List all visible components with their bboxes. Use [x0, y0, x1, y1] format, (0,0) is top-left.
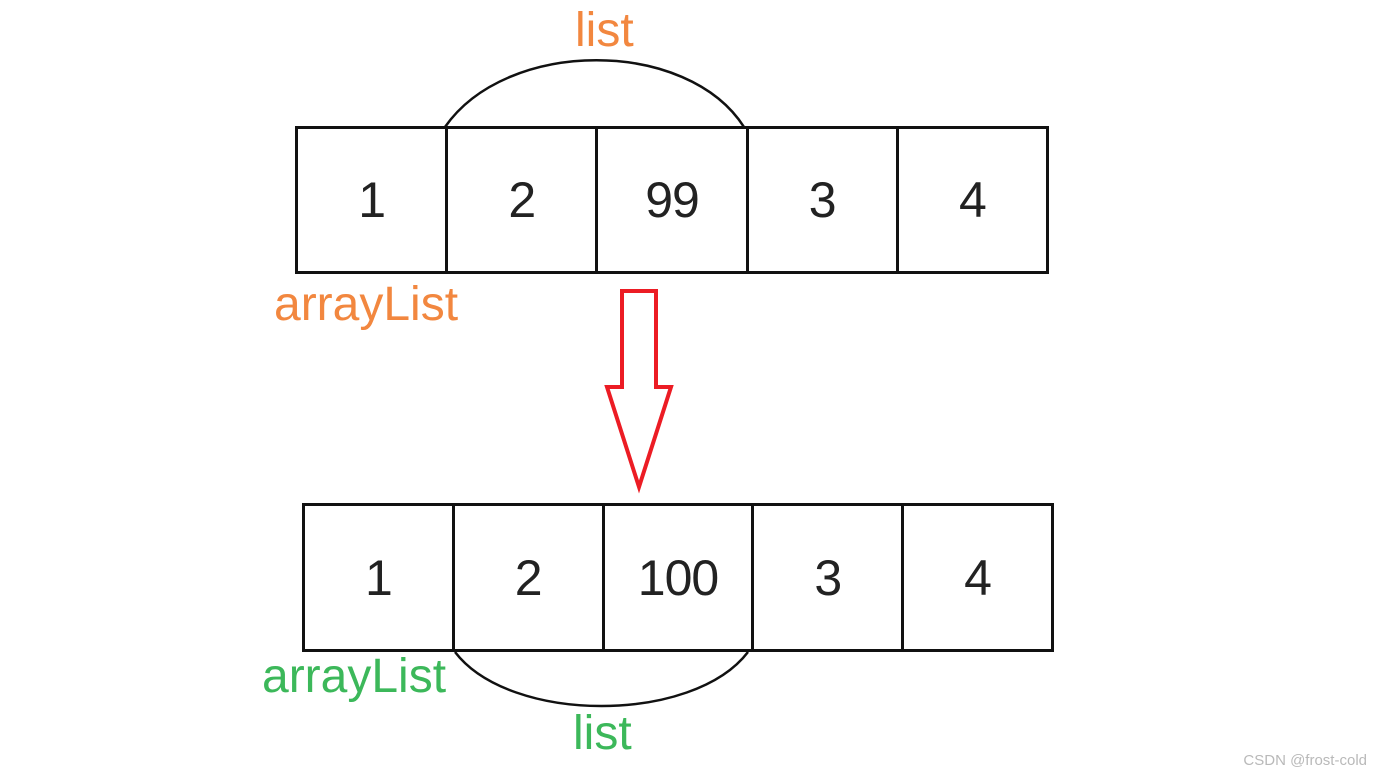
down-arrow-icon — [604, 289, 674, 494]
bottom-array-cell-1: 2 — [451, 506, 602, 649]
bottom-array-cell-0: 1 — [364, 549, 393, 606]
watermark: CSDN @frost-cold — [1243, 752, 1367, 769]
top-array-cell-4: 4 — [895, 129, 1046, 271]
bottom-array-cell-2: 100 — [601, 506, 752, 649]
bottom-array: 1 2 100 3 4 — [302, 503, 1054, 652]
bottom-arraylist-label: arrayList — [262, 650, 447, 703]
bottom-brace-arc — [454, 651, 749, 708]
top-list-label: list — [575, 4, 634, 57]
top-brace-arc — [443, 59, 746, 128]
top-array-cell-0: 1 — [358, 172, 386, 228]
bottom-array-cell-3: 3 — [751, 506, 901, 649]
bottom-list-label: list — [573, 707, 632, 760]
top-arraylist-label: arrayList — [274, 278, 459, 331]
top-array-cell-1: 2 — [445, 129, 595, 271]
bottom-array-cell-4: 4 — [901, 506, 1051, 649]
top-array-cell-3: 3 — [745, 129, 896, 271]
top-array-cell-2: 99 — [595, 129, 745, 271]
top-array: 1 2 99 3 4 — [295, 126, 1049, 274]
